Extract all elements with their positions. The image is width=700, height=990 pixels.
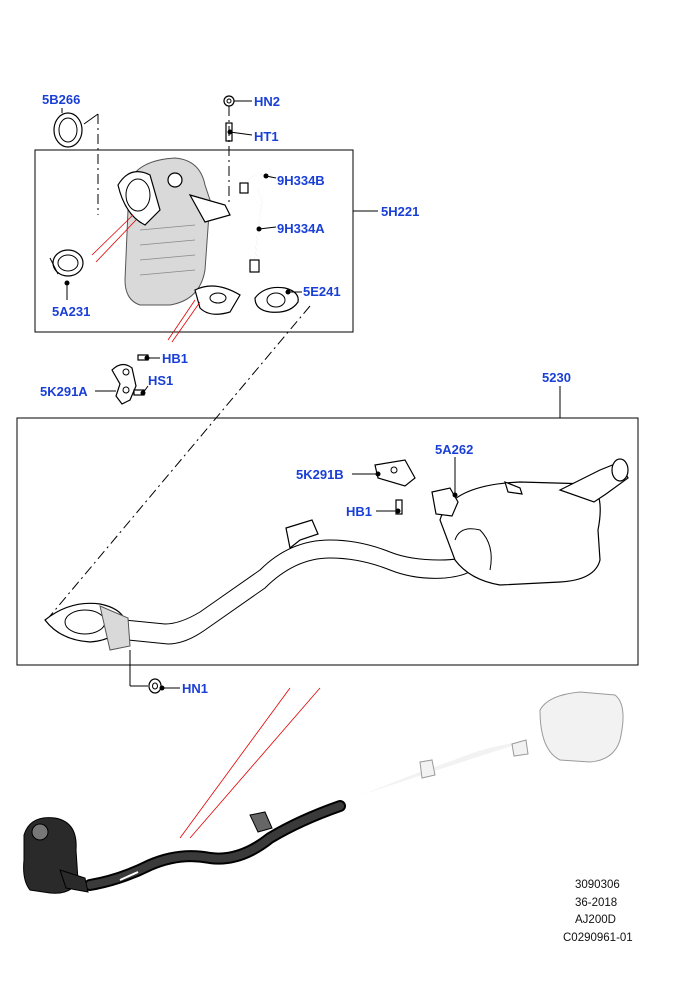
reference-line-2: 36-2018	[575, 897, 617, 909]
red-location-b	[189, 687, 321, 839]
red-link-a	[91, 214, 134, 256]
part-9H334A-pipe[interactable]	[249, 189, 263, 273]
callout-HS1[interactable]: HS1	[148, 373, 173, 388]
part-5K291A-bracket[interactable]	[111, 363, 137, 405]
part-5A262-isolator[interactable]	[431, 487, 459, 517]
dash-assembly-link	[44, 305, 311, 623]
part-HB1-bolt-bottom[interactable]	[395, 499, 403, 515]
part-HN1-nut[interactable]	[148, 678, 162, 694]
callout-HN1[interactable]: HN1	[182, 681, 208, 696]
callout-5A262[interactable]: 5A262	[435, 442, 473, 457]
callout-HB1-top[interactable]: HB1	[162, 351, 188, 366]
red-link-b	[95, 219, 137, 263]
part-HN2-nut[interactable]	[223, 95, 235, 107]
callout-5A231[interactable]: 5A231	[52, 304, 90, 319]
reference-line-3: AJ200D	[575, 914, 616, 926]
part-5B266-gasket[interactable]	[53, 112, 99, 148]
vehicle-exhaust-overview	[23, 691, 624, 894]
callout-5K291B[interactable]: 5K291B	[296, 467, 344, 482]
catalytic-converter-group-frame	[34, 149, 354, 333]
part-5K291B-bracket[interactable]	[374, 459, 416, 487]
callout-9H334B[interactable]: 9H334B	[277, 173, 325, 188]
leader-9H334B	[265, 175, 277, 179]
part-5E241-gasket[interactable]	[254, 286, 299, 313]
leader-HS1	[142, 385, 149, 394]
reference-line-4: C0290961-01	[563, 932, 633, 944]
callout-5K291A[interactable]: 5K291A	[40, 384, 88, 399]
red-location-a	[179, 687, 291, 839]
red-link-c	[167, 299, 196, 341]
red-link-d	[171, 301, 201, 343]
part-5H221-catalytic-converter[interactable]	[117, 157, 241, 315]
callout-5H221[interactable]: 5H221	[381, 204, 419, 219]
part-9H334B-pipe[interactable]	[239, 173, 273, 194]
leader-9H334A	[258, 226, 277, 230]
callout-HB1-bottom[interactable]: HB1	[346, 504, 372, 519]
part-5230-exhaust-pipe-muffler[interactable]	[44, 458, 629, 651]
part-5A231-clamp[interactable]	[49, 249, 84, 277]
callout-5E241[interactable]: 5E241	[303, 284, 341, 299]
reference-line-1: 3090306	[575, 879, 620, 891]
callout-9H334A[interactable]: 9H334A	[277, 221, 325, 236]
rear-muffler-group-frame	[16, 417, 639, 666]
callout-HT1[interactable]: HT1	[254, 129, 279, 144]
callout-HN2[interactable]: HN2	[254, 94, 280, 109]
leader-HT1	[229, 131, 253, 136]
callout-5230[interactable]: 5230	[542, 370, 571, 385]
callout-5B266[interactable]: 5B266	[42, 92, 80, 107]
